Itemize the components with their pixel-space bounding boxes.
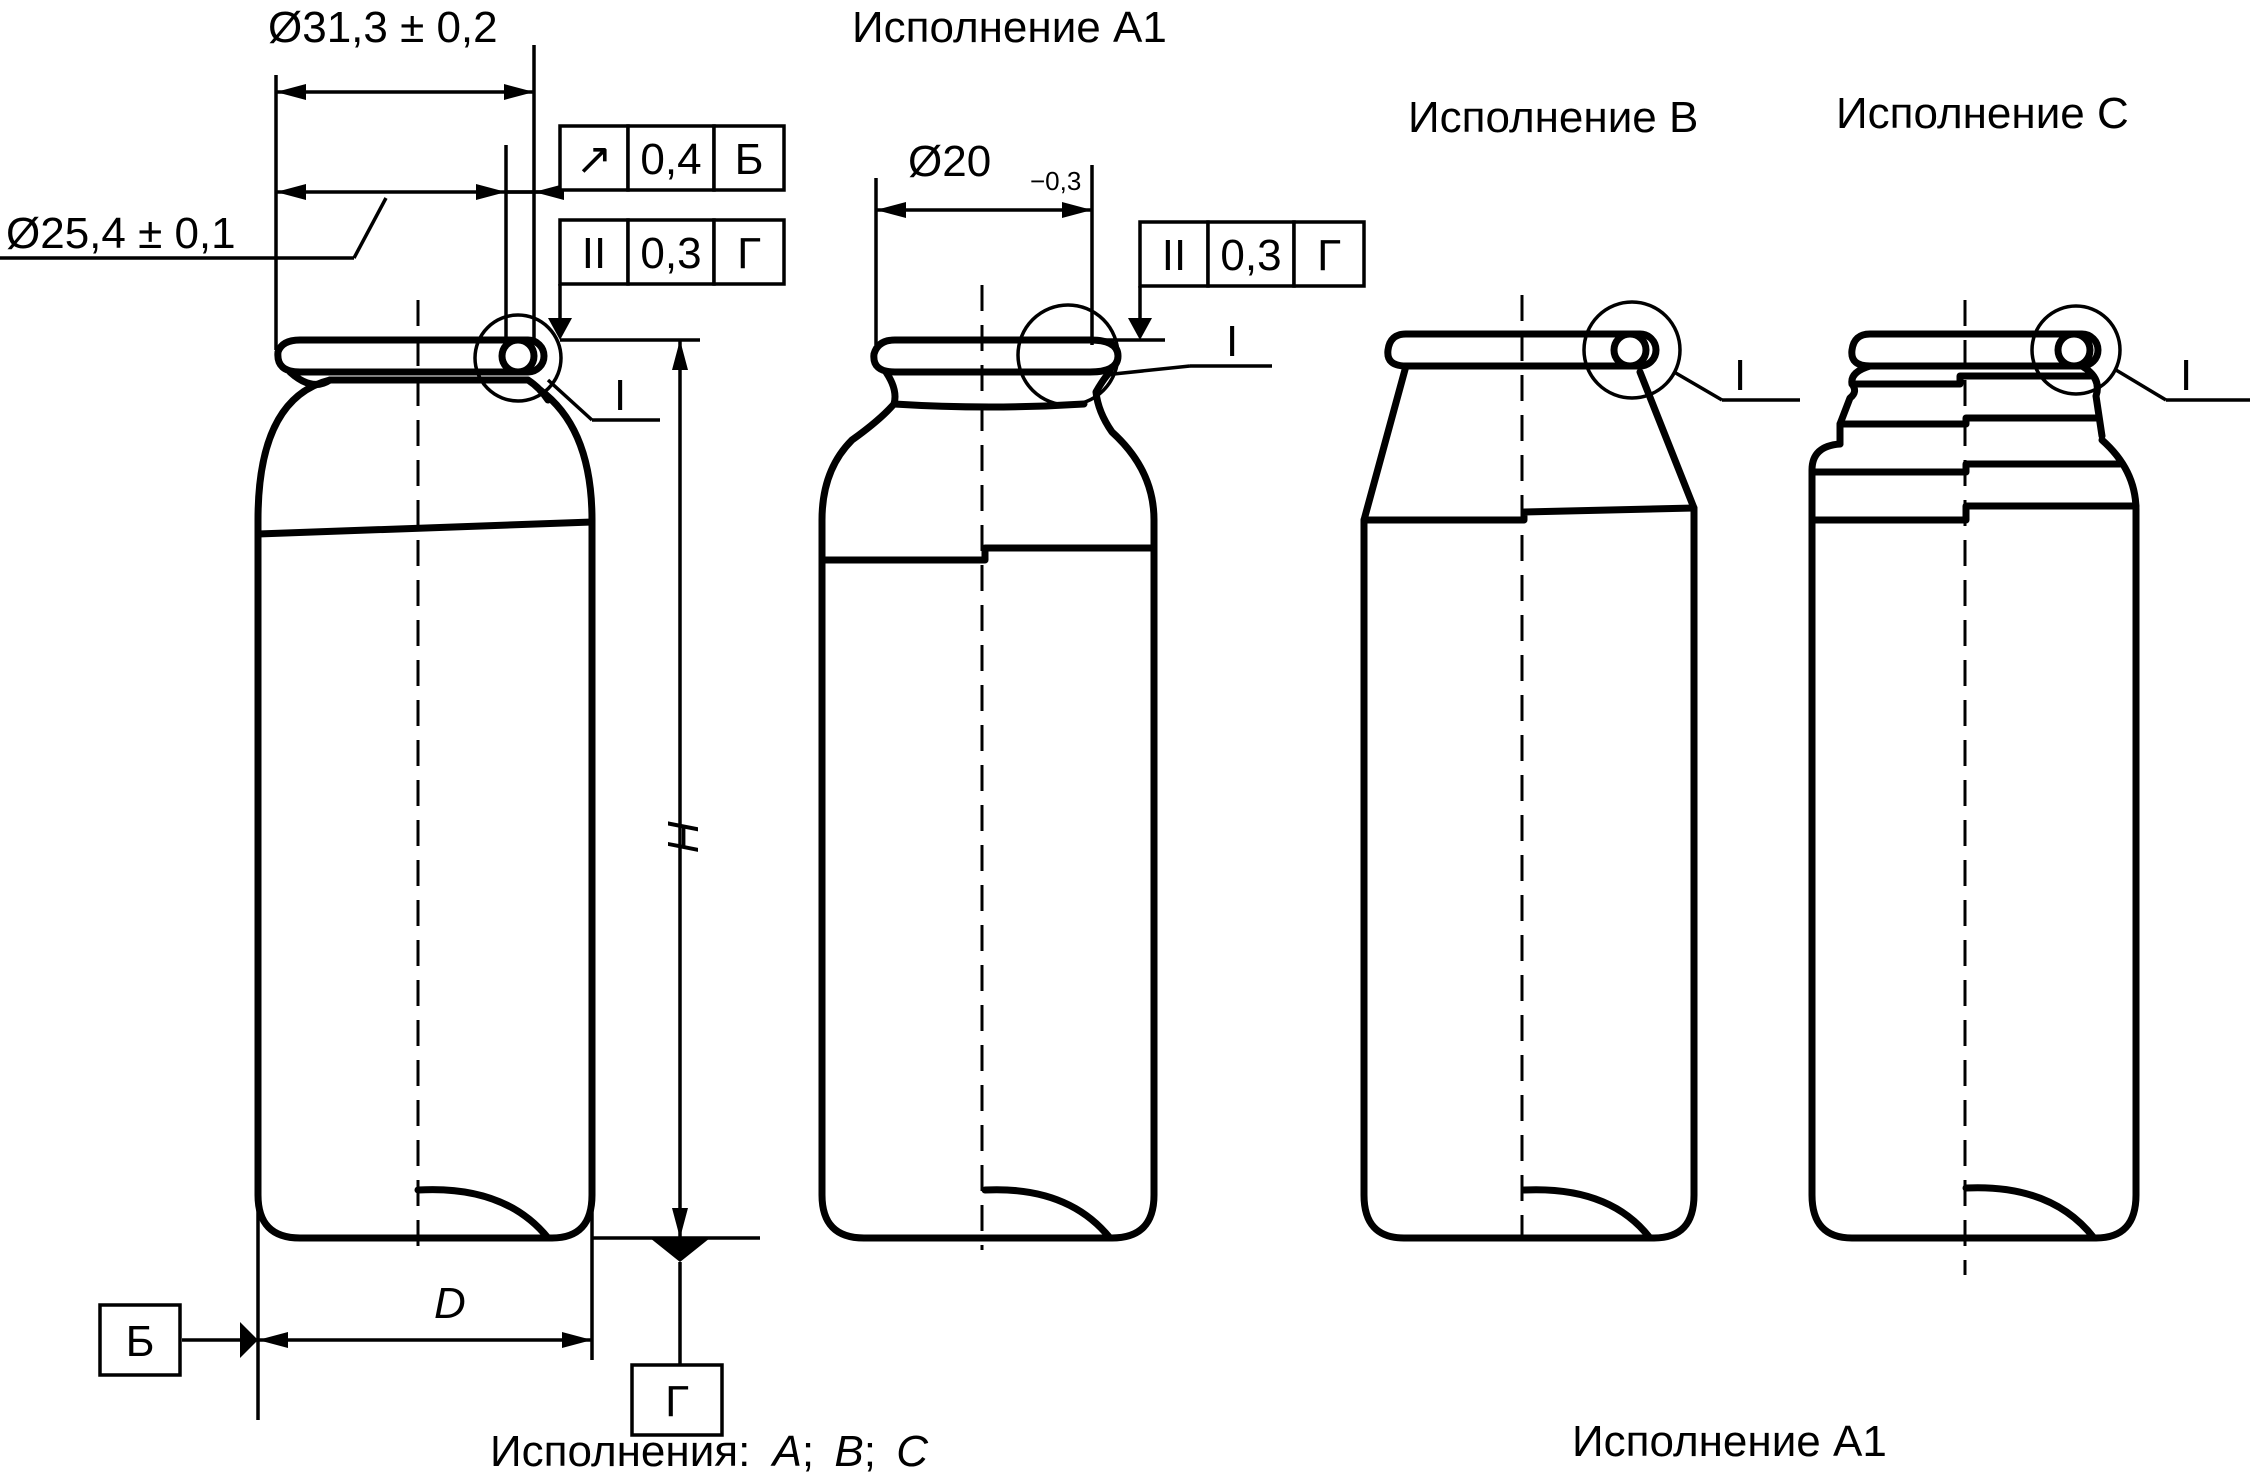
tolerance-frame-runout: ↗ 0,4 Б <box>506 124 786 194</box>
label-variants-abc: Исполнения: А; В; С <box>490 1427 929 1475</box>
detail-callout-4: I <box>2180 351 2192 400</box>
tolerance-frame-parallel-2: II 0,3 Г <box>1128 220 1366 340</box>
detail-callout-3: I <box>1734 351 1746 400</box>
label-variant-b: Исполнение В <box>1408 93 1698 142</box>
bottle1-dimensions: Ø31,3 ± 0,2 Ø25,4 ± 0,1 H D Б Г <box>0 3 786 1437</box>
outer-diameter-text: Ø31,3 ± 0,2 <box>268 3 498 52</box>
svg-text:Г: Г <box>737 229 761 278</box>
datum-b-text: Б <box>126 1317 155 1366</box>
label-variant-a1-bottom: Исполнение А1 <box>1572 1417 1887 1466</box>
svg-text:0,3: 0,3 <box>640 229 701 278</box>
bottle1-lip-bead <box>498 336 538 376</box>
bottle1-lip <box>274 336 548 376</box>
bottle2-dimensions: Ø20 −0,3 II 0,3 Г <box>874 137 1366 345</box>
svg-text:Г: Г <box>1317 231 1341 280</box>
svg-text:↗: ↗ <box>576 135 613 184</box>
svg-text:II: II <box>1162 231 1186 280</box>
bottle-variant-abc <box>254 300 596 1250</box>
svg-text:Б: Б <box>735 135 764 184</box>
svg-text:0,3: 0,3 <box>1220 231 1281 280</box>
height-text: H <box>658 820 707 852</box>
datum-g-box <box>630 1363 724 1437</box>
inner-diameter-text: Ø25,4 ± 0,1 <box>6 209 236 258</box>
neck-diameter-text: Ø20 <box>908 137 991 186</box>
tolerance-frame-parallel-1: II 0,3 Г <box>548 218 786 340</box>
diameter-text: D <box>434 1279 466 1328</box>
label-variant-a1-top: Исполнение А1 <box>852 3 1167 52</box>
bottle1-base-dome <box>414 1186 552 1242</box>
datum-b-box <box>98 1303 182 1377</box>
detail-callout-2: I <box>1226 317 1238 366</box>
neck-diameter-tol: −0,3 <box>1030 166 1081 196</box>
detail-callout-1: I <box>614 371 626 420</box>
bottle-variant-a1: I <box>818 285 1272 1250</box>
bottle1-body <box>254 376 596 1242</box>
svg-text:II: II <box>582 229 606 278</box>
bottle-variant-b: I <box>1360 295 1800 1250</box>
bottle1-detail-circle <box>473 313 563 403</box>
svg-text:0,4: 0,4 <box>640 135 701 184</box>
bottle1-seam <box>254 518 596 538</box>
bottle-variant-c: I <box>1808 300 2250 1275</box>
datum-g-text: Г <box>665 1377 689 1426</box>
label-variant-c: Исполнение С <box>1836 89 2129 138</box>
